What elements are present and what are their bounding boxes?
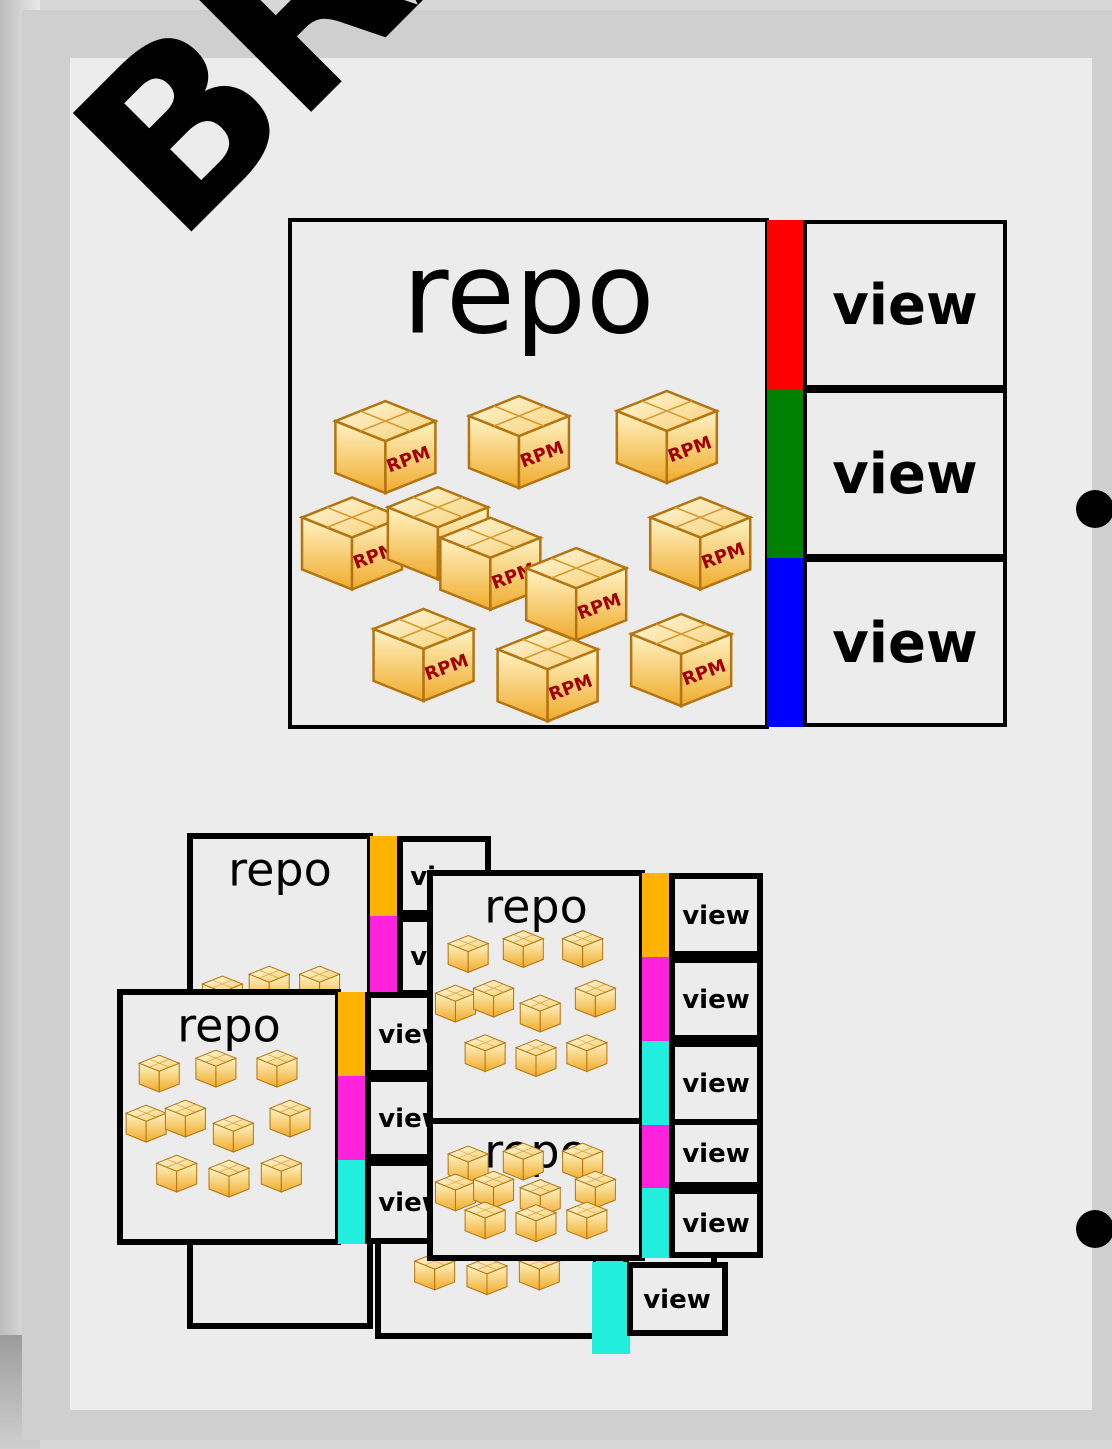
rpm-package-icon xyxy=(435,1174,475,1211)
view-color-strip xyxy=(767,389,805,558)
repo-card: repoRPMRPMRPMRPMRPMRPMRPMRPMRPMRPMRPMvie… xyxy=(290,220,1005,727)
rpm-package-icon xyxy=(503,931,543,968)
rpm-package-icon xyxy=(261,1155,301,1192)
rpm-package-icon xyxy=(474,980,514,1017)
view-color-strip xyxy=(338,1076,368,1160)
rpm-package-icon xyxy=(516,1040,556,1077)
repo-title: repo xyxy=(177,999,281,1053)
repo-card: repo view view view xyxy=(430,873,760,1125)
view-color-strip xyxy=(370,836,400,916)
rpm-package-icon xyxy=(465,1035,505,1072)
view-color-strip xyxy=(642,957,672,1041)
view-color-strip xyxy=(642,1118,672,1188)
rpm-package-icon xyxy=(467,1258,507,1295)
view-label: view xyxy=(682,901,750,931)
rpm-package-icon xyxy=(465,1202,505,1239)
view-label: view xyxy=(682,1069,750,1099)
rpm-package-icon: RPM xyxy=(498,629,598,721)
view-label: view xyxy=(682,985,750,1015)
rpm-package-icon xyxy=(474,1171,514,1208)
repo-stack-group: repo view view repo view view repoviewviewview… xyxy=(120,836,760,1354)
repo-title: repo xyxy=(228,843,332,897)
view-strip-bottom: view xyxy=(592,1262,725,1354)
rpm-package-icon xyxy=(567,1202,607,1239)
view-label: view xyxy=(682,1139,750,1169)
repo-title: repo xyxy=(484,880,588,934)
rpm-package-icon xyxy=(209,1160,249,1197)
view-color-strip xyxy=(338,992,368,1076)
rpm-package-icon: RPM xyxy=(469,396,569,488)
rpm-package-icon: RPM xyxy=(631,614,731,706)
bullet-dot-lower xyxy=(1076,1210,1112,1248)
view-color-strip xyxy=(338,1160,368,1244)
rpm-package-icon xyxy=(575,1171,615,1208)
view-color-strip xyxy=(642,1188,672,1258)
main-repo-group: repoRPMRPMRPMRPMRPMRPMRPMRPMRPMRPMRPMvie… xyxy=(290,220,1005,727)
view-color-strip xyxy=(642,1041,672,1125)
view-color-strip xyxy=(767,558,805,727)
rpm-package-icon xyxy=(270,1100,310,1137)
bullet-dot-upper xyxy=(1076,490,1112,528)
rpm-package-icon xyxy=(257,1050,297,1087)
repo-title: repo xyxy=(402,229,654,359)
rpm-package-icon xyxy=(165,1100,205,1137)
rpm-package-icon: RPM xyxy=(526,548,626,640)
rpm-package-icon xyxy=(516,1205,556,1242)
rpm-package-icon xyxy=(157,1155,197,1192)
rpm-package-icon xyxy=(213,1115,253,1152)
rpm-package-icon xyxy=(520,995,560,1032)
view-label: view xyxy=(643,1285,711,1315)
view-color-strip xyxy=(370,916,400,996)
rpm-package-icon: RPM xyxy=(617,391,717,483)
view-label: view xyxy=(682,1209,750,1239)
rpm-package-icon xyxy=(503,1143,543,1180)
rpm-package-icon xyxy=(567,1035,607,1072)
view-label: view xyxy=(832,273,977,338)
view-label: view xyxy=(832,611,977,676)
view-color-strip xyxy=(592,1262,630,1354)
rpm-package-icon xyxy=(575,980,615,1017)
rpm-package-icon xyxy=(196,1050,236,1087)
rpm-package-icon: RPM xyxy=(374,609,474,701)
rpm-package-icon xyxy=(139,1055,179,1092)
view-color-strip xyxy=(642,873,672,957)
rpm-package-icon: RPM xyxy=(335,401,435,493)
rpm-package-icon xyxy=(435,985,475,1022)
view-label: view xyxy=(832,442,977,507)
rpm-package-icon: RPM xyxy=(650,497,750,589)
rpm-package-icon xyxy=(448,936,488,973)
rpm-package-icon xyxy=(563,931,603,968)
rpm-package-icon xyxy=(126,1105,166,1142)
view-color-strip xyxy=(767,220,805,389)
